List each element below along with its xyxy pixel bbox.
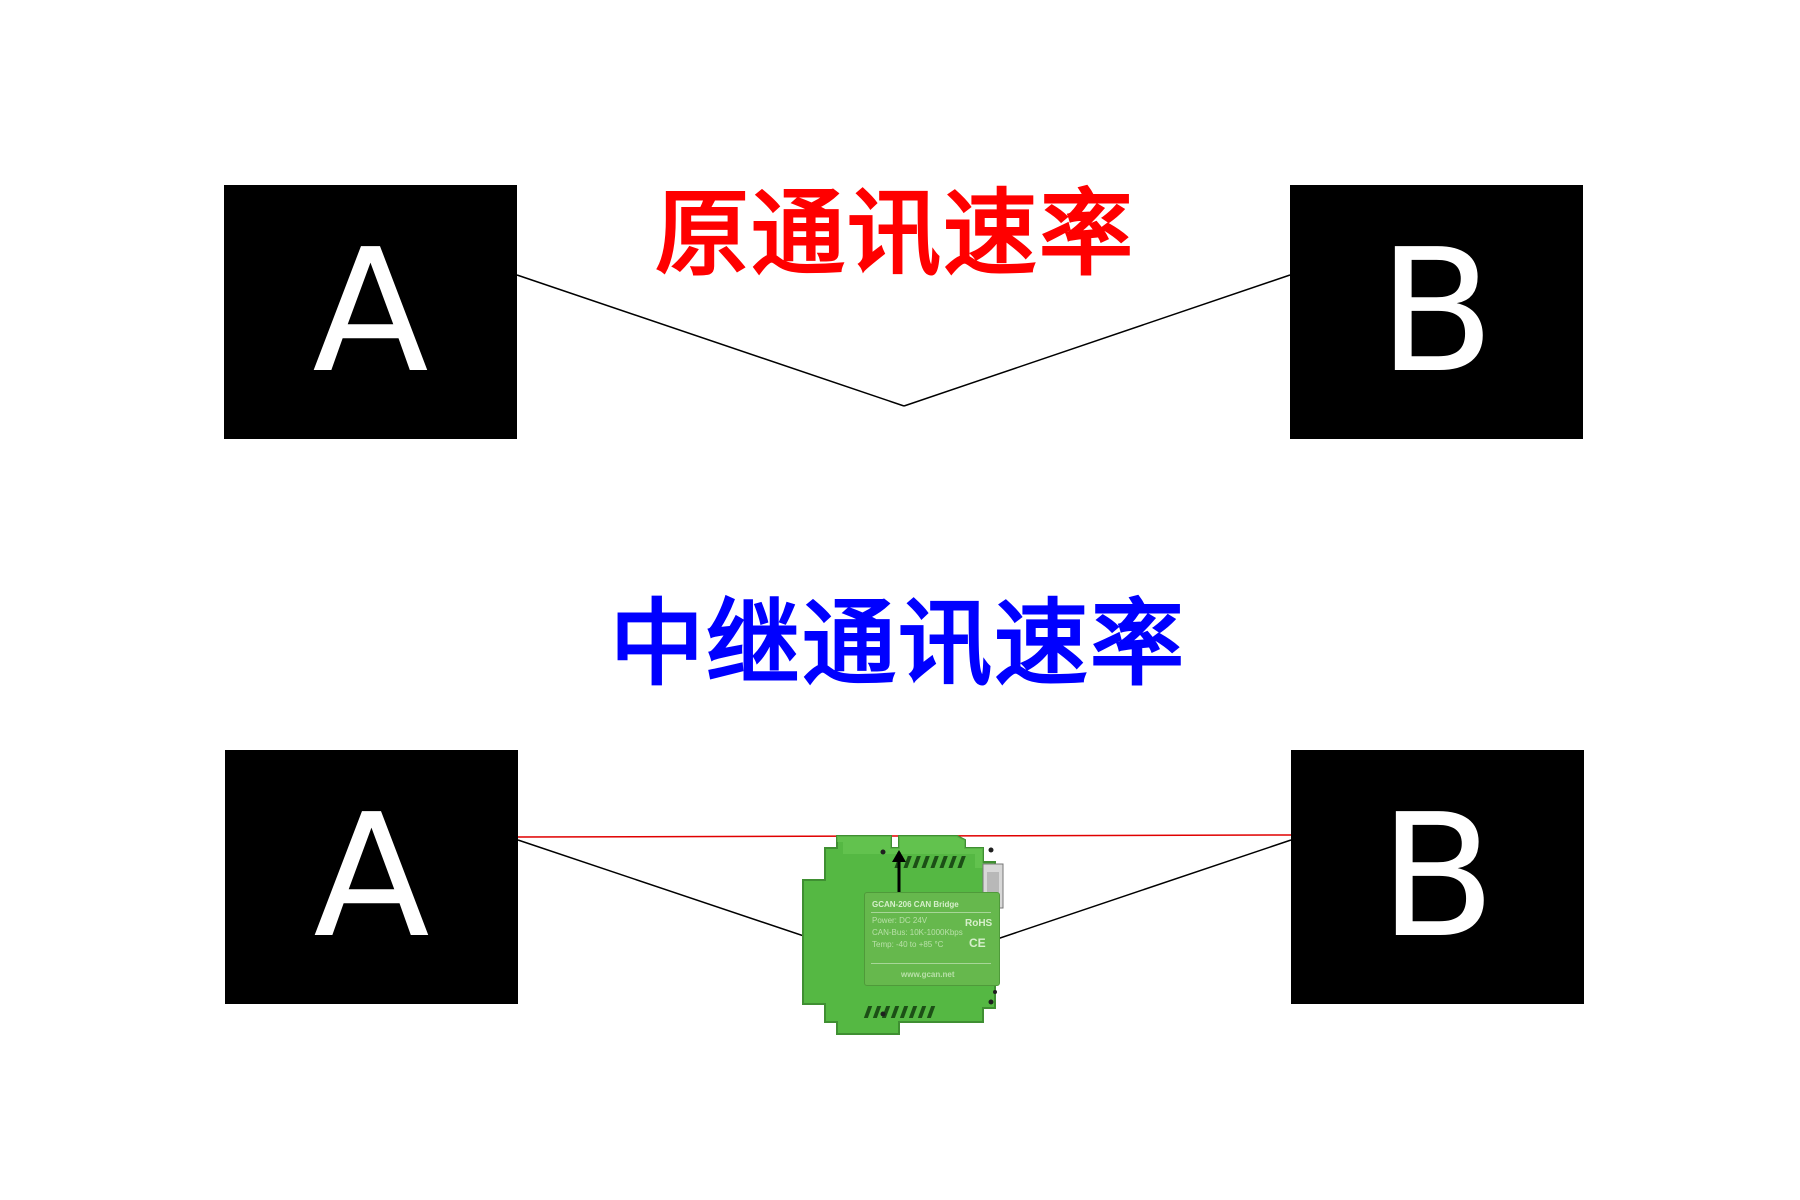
node-b-bottom: B — [1291, 750, 1584, 1004]
device-rohs-text: RoHS — [965, 918, 993, 929]
node-a-top-label: A — [312, 213, 429, 411]
node-a-bottom: A — [225, 750, 518, 1004]
device-url-text: www.gcan.net — [901, 970, 955, 979]
can-bridge-device: GCAN-206 CAN Bridge Power: DC 24V CAN-Bu… — [785, 828, 1025, 1040]
original-rate-title: 原通讯速率 — [655, 180, 1136, 289]
top-wire-a-to-mid — [516, 274, 905, 407]
device-temp-text: Temp: -40 to +85 °C — [872, 940, 944, 949]
device-canbus-text: CAN-Bus: 10K-1000Kbps — [872, 928, 963, 937]
node-b-top-label: B — [1378, 213, 1495, 411]
device-label-divider-bottom — [871, 963, 991, 964]
node-a-bottom-label: A — [313, 778, 430, 976]
relay-rate-title: 中继通讯速率 — [610, 590, 1187, 699]
device-label-panel: GCAN-206 CAN Bridge Power: DC 24V CAN-Bu… — [864, 892, 1000, 986]
device-ce-text: CE — [969, 936, 986, 950]
device-power-text: Power: DC 24V — [872, 916, 928, 925]
node-b-bottom-label: B — [1379, 778, 1496, 976]
node-a-top: A — [224, 185, 517, 439]
device-title-text: GCAN-206 CAN Bridge — [872, 900, 959, 909]
device-label-divider — [871, 912, 991, 913]
node-b-top: B — [1290, 185, 1583, 439]
top-wire-mid-to-b — [903, 274, 1291, 407]
